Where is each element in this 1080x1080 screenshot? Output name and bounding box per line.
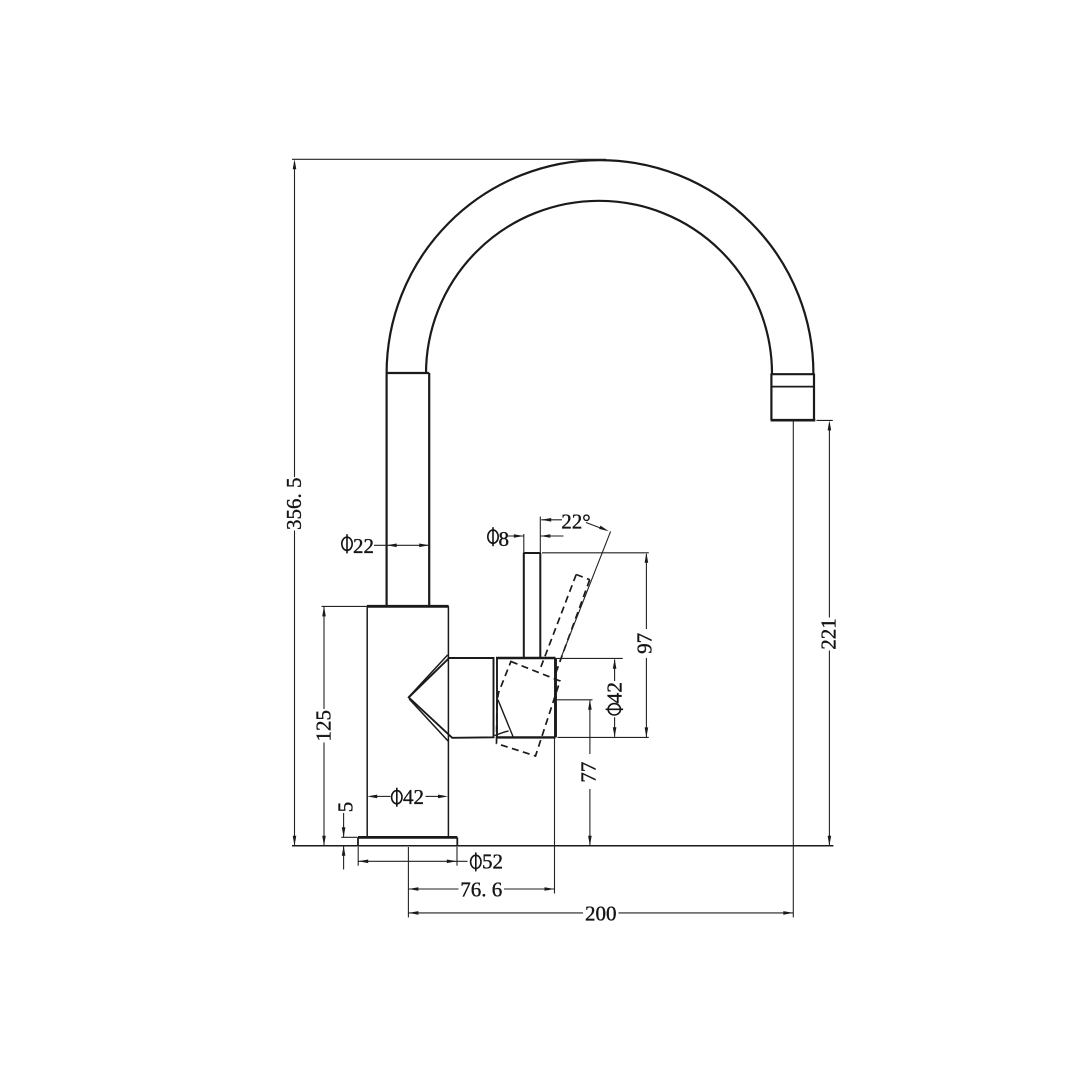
svg-text:22: 22: [353, 534, 374, 558]
svg-text:22°: 22°: [561, 509, 590, 533]
svg-text:42: 42: [602, 682, 626, 704]
svg-text:8: 8: [499, 527, 510, 551]
svg-text:77: 77: [576, 762, 600, 783]
svg-text:200: 200: [585, 901, 617, 925]
svg-text:356. 5: 356. 5: [282, 478, 306, 531]
svg-text:221: 221: [816, 618, 840, 650]
svg-text:5: 5: [334, 802, 358, 813]
svg-text:97: 97: [632, 633, 656, 654]
svg-text:42: 42: [403, 785, 424, 809]
svg-text:125: 125: [312, 710, 336, 742]
svg-text:52: 52: [482, 850, 503, 874]
svg-text:76. 6: 76. 6: [460, 878, 502, 902]
